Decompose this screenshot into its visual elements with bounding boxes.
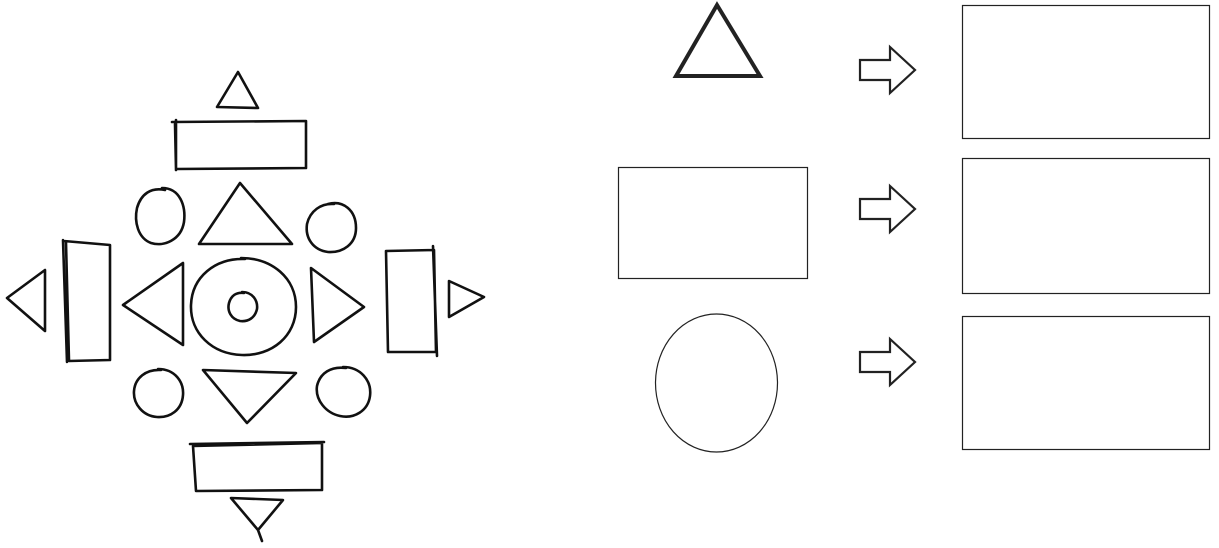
exercise-panel: [619, 5, 1210, 452]
bottom-bar-rectangle: [190, 442, 324, 491]
lower-right-circle-icon: [317, 367, 370, 417]
lower-triangle-icon: [203, 370, 296, 423]
top-bar-rectangle: [172, 120, 306, 170]
upper-left-circle-icon: [136, 188, 184, 244]
left-bar-rectangle: [63, 240, 110, 362]
triangle-prompt-icon: [676, 5, 760, 76]
exercise-row-2: [619, 159, 1210, 294]
arrow-right-icon: [860, 47, 915, 93]
exercise-row-1: [676, 5, 1210, 139]
circle-prompt-icon: [656, 314, 778, 452]
upper-triangle-icon: [199, 183, 292, 244]
answer-box-2[interactable]: [963, 159, 1210, 294]
upper-right-circle-icon: [307, 203, 356, 252]
right-inner-triangle-icon: [311, 268, 364, 342]
lower-left-circle-icon: [134, 369, 183, 417]
center-inner-circle-icon: [228, 292, 257, 321]
bottom-small-triangle-icon: [231, 498, 283, 541]
hand-drawn-mandala: [7, 72, 484, 541]
left-inner-triangle-icon: [123, 263, 183, 345]
answer-box-1[interactable]: [963, 6, 1210, 139]
arrow-right-icon: [860, 186, 915, 232]
exercise-row-3: [656, 314, 1210, 452]
arrow-right-icon: [860, 339, 915, 385]
top-small-triangle-icon: [217, 72, 258, 108]
right-outer-triangle-icon: [449, 281, 484, 317]
left-outer-triangle-icon: [7, 270, 45, 331]
answer-box-3[interactable]: [963, 317, 1210, 450]
center-outer-circle-icon: [191, 258, 296, 355]
right-bar-rectangle: [386, 246, 437, 356]
rectangle-prompt-icon: [619, 168, 808, 279]
